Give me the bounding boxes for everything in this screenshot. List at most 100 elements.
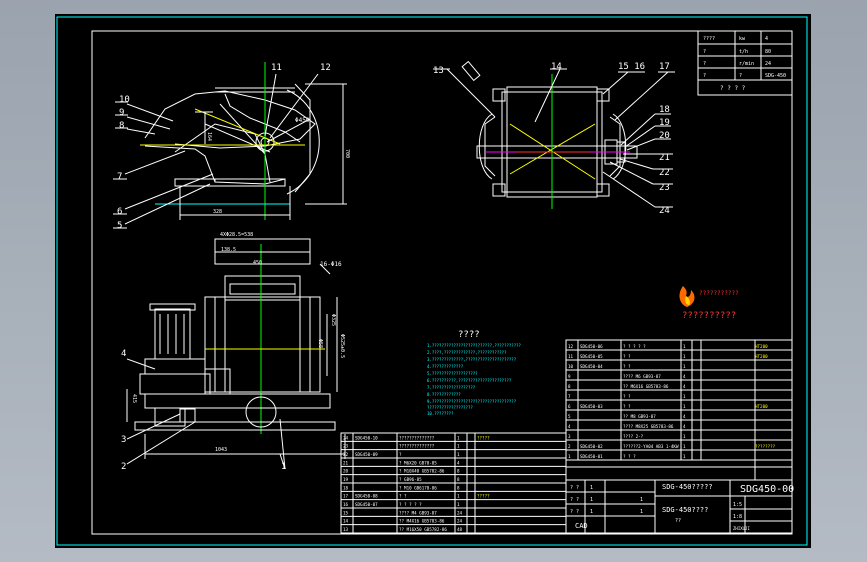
- tech-req-lines: 1.?????????????????????????,??????????? …: [427, 343, 522, 416]
- bom-cell: 24: [343, 435, 349, 440]
- bom-cell: 11: [568, 354, 574, 359]
- flame-icon: [679, 286, 695, 307]
- bom-cell: ? GB96-85: [399, 477, 422, 482]
- bom-cell: 1: [683, 404, 686, 409]
- bom-cell: SDG450-04: [580, 364, 603, 369]
- param-1-value: 80: [765, 49, 771, 55]
- tech-req-line: 9.???????????????????????????????????: [427, 399, 517, 404]
- logo-tagline: ??????????: [682, 311, 736, 321]
- bom-cell: SDG450-09: [355, 452, 378, 457]
- callout-12: 12: [320, 63, 331, 73]
- param-2-name: ?: [703, 61, 706, 67]
- bom-cell: 8: [457, 485, 460, 490]
- bom-cell: 1: [457, 435, 460, 440]
- bom-cell: ????????: [755, 444, 776, 449]
- bom-cell: ? ?: [623, 364, 631, 369]
- tech-req-line: 7.??????????????????: [427, 385, 476, 390]
- callout-7: 7: [117, 172, 122, 182]
- bom-cell: 17: [343, 494, 349, 499]
- param-0-unit: kw: [739, 36, 746, 42]
- callout-10: 10: [119, 95, 130, 105]
- tech-req-line: 6.??????????,??????????????????????: [427, 378, 512, 383]
- bom-cell: 14: [343, 519, 349, 524]
- callout-20: 20: [659, 131, 670, 141]
- bom-cell: SDG450-06: [580, 344, 603, 349]
- bom-cell: ?? M8 GB93-87: [623, 414, 656, 419]
- dim-phi: Φ450: [295, 117, 310, 124]
- bom-cell: 4: [683, 414, 686, 419]
- param-4-name: ? ? ? ?: [720, 85, 746, 92]
- bom-cell: HT200: [755, 404, 768, 409]
- tech-req-line: ???????????????????: [427, 405, 473, 410]
- bom-cell: 2: [568, 444, 571, 449]
- tech-req-line: 10.????????: [427, 411, 454, 416]
- bom-cell: ?? M16X50 GB5782-86: [399, 527, 447, 532]
- bom-cell: ?????: [477, 494, 490, 499]
- bom-cell: 23: [343, 444, 349, 449]
- param-3-unit: ?: [739, 73, 742, 79]
- drawing-number: SDG450-00: [740, 484, 794, 495]
- callout-24: 24: [659, 206, 670, 216]
- title-label-1: ? ?: [570, 497, 579, 503]
- param-1-name: ?: [703, 49, 706, 55]
- bom-cell: 1: [457, 502, 460, 507]
- param-3-value: SDG-450: [765, 73, 786, 79]
- title-block: [565, 460, 793, 534]
- logo-site-line: ???????????: [699, 290, 739, 297]
- bom-cell: 1: [683, 394, 686, 399]
- bom-cell: ? ?: [623, 354, 631, 359]
- callout-21: 21: [659, 153, 670, 163]
- bom-cell: ? M6X20 GB70-85: [399, 460, 437, 465]
- title-count: ZHIXUJI: [733, 526, 750, 531]
- bom-cell: 24: [457, 510, 463, 515]
- bom-cell: ? M10 GB6170-86: [399, 485, 437, 490]
- bom-cell: 4: [683, 384, 686, 389]
- section-view: [433, 60, 675, 209]
- bom-cell: HT200: [755, 344, 768, 349]
- bom-cell: 4: [683, 374, 686, 379]
- bom-cell: SDG450-10: [355, 435, 378, 440]
- title-label-0: ? ?: [570, 485, 579, 491]
- assembly-name-2: SDG-450????: [662, 506, 708, 514]
- cad-label: CAD: [575, 522, 588, 530]
- title-one-1: 1: [590, 497, 593, 503]
- callout-22: 22: [659, 168, 670, 178]
- bom-cell: 18: [343, 485, 349, 490]
- dim-top-width: 328: [213, 209, 222, 215]
- bom-cell: 21: [343, 460, 349, 465]
- bom-cell: 7: [568, 394, 571, 399]
- bom-cell: 1: [683, 364, 686, 369]
- bom-cell: ??????????????: [399, 435, 435, 440]
- bom-cell: ???? M4 GB93-87: [399, 510, 437, 515]
- drawing-canvas: 10 9 8 7 6 5 11 12 328 700 164 Φ450: [56, 16, 808, 546]
- bom-cell: ??????????????: [399, 444, 435, 449]
- tech-req-line: 5.???????????????????: [427, 371, 478, 376]
- title-label-2: ? ?: [570, 509, 579, 515]
- bom-cell: ? ?: [623, 404, 631, 409]
- bom-cell: 15: [343, 510, 349, 515]
- bom-cell: 22: [343, 452, 349, 457]
- bom-cell: 1: [568, 454, 571, 459]
- front-view: [126, 238, 346, 470]
- param-2-value: 24: [765, 61, 771, 67]
- callout-19: 19: [659, 118, 670, 128]
- bom-cell: 8: [457, 477, 460, 482]
- title-one-2: 1: [590, 509, 593, 515]
- outer-border: [56, 16, 808, 546]
- callout-11: 11: [271, 63, 282, 73]
- bom-cell: 4: [568, 424, 571, 429]
- dim-flange: Φ525±0.5: [339, 334, 345, 358]
- bom-cell: SDG450-05: [580, 354, 603, 359]
- dim-bottom-width: 1043: [215, 447, 227, 453]
- callout-8: 8: [119, 121, 124, 131]
- bom-cell: 1: [683, 344, 686, 349]
- bom-cell: 1: [457, 444, 460, 449]
- bom-cell: 1: [683, 434, 686, 439]
- bom-cell: ???? M6 GB93-87: [623, 374, 661, 379]
- bom-cell: ?? M4X16 GB5783-86: [399, 519, 445, 524]
- logo: [679, 286, 695, 307]
- bom-cell: ? ? ? ? ?: [399, 502, 422, 507]
- bom-left-table: 24 SDG450-10?????????????? 1????? 23???????…: [340, 432, 567, 534]
- dim-138: 138.5: [221, 247, 236, 253]
